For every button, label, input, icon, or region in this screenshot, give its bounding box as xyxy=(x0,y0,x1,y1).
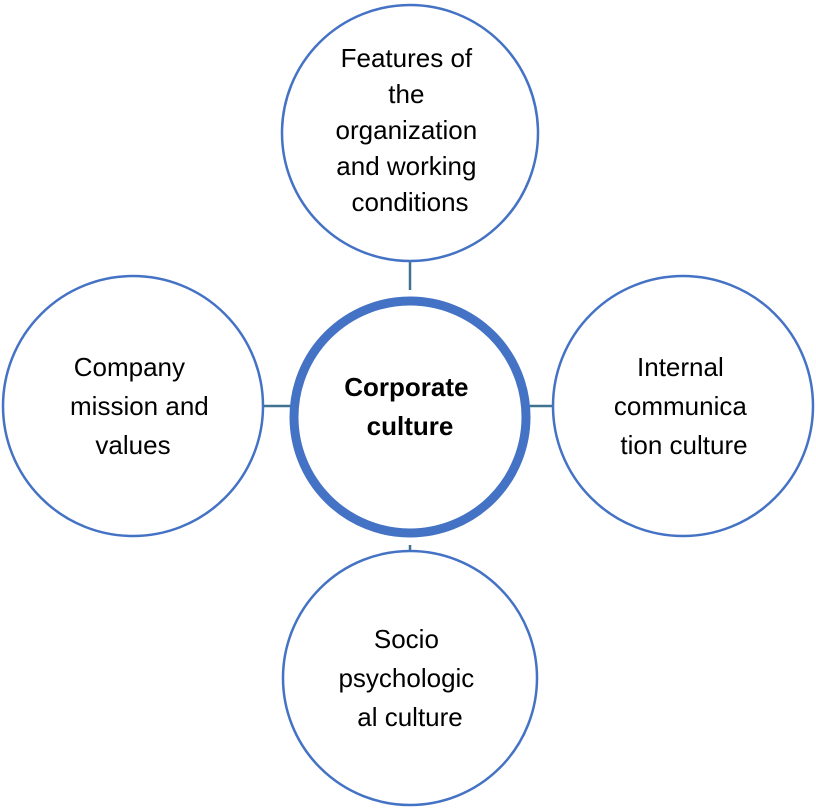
node-top-label: Features of the organization and working… xyxy=(336,43,485,217)
node-bottom-circle xyxy=(281,549,539,807)
center-circle xyxy=(289,296,531,538)
node-left-label: Company mission and values xyxy=(70,352,216,460)
center-label: Corporate culture xyxy=(344,372,475,441)
node-right-label: Internal communica tion culture xyxy=(614,352,754,460)
node-bottom-label: Socio psychologic al culture xyxy=(338,624,481,732)
node-left-circle xyxy=(1,274,265,538)
node-right-circle xyxy=(551,274,815,538)
node-top-circle xyxy=(280,3,540,263)
